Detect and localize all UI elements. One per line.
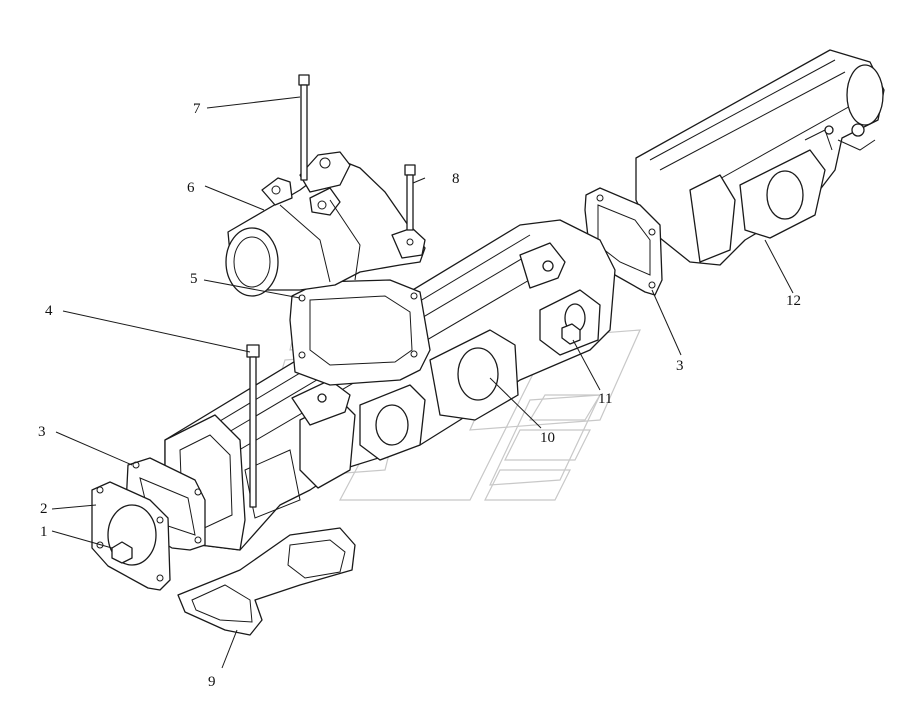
callout-9: 9 — [208, 674, 216, 690]
callout-7: 7 — [193, 101, 201, 117]
manifold-section-right — [635, 49, 885, 266]
short-bolt — [404, 164, 416, 231]
callout-10: 10 — [540, 430, 555, 446]
callout-11: 11 — [598, 391, 612, 407]
callout-3-right: 3 — [676, 358, 684, 374]
plug — [111, 541, 133, 564]
callout-12: 12 — [786, 293, 801, 309]
callout-8: 8 — [452, 171, 460, 187]
flange-gasket — [289, 279, 431, 386]
callout-2: 2 — [40, 501, 48, 517]
callout-1: 1 — [40, 524, 48, 540]
leader-lines — [51, 96, 794, 669]
callout-labels: 7 6 8 5 4 3 2 1 9 10 11 3 12 — [38, 101, 801, 690]
callout-3-left: 3 — [38, 424, 46, 440]
outlet-elbow — [225, 151, 426, 297]
manifold-section-center — [164, 219, 616, 551]
long-bolt — [298, 74, 310, 181]
lower-gasket — [177, 527, 356, 636]
small-bolt — [561, 323, 581, 345]
callout-4: 4 — [45, 303, 53, 319]
callout-5: 5 — [190, 271, 198, 287]
callout-6: 6 — [187, 180, 195, 196]
